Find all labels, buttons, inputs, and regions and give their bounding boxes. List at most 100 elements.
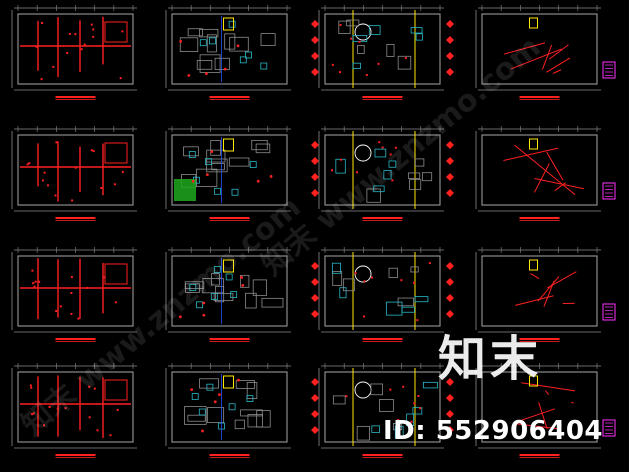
wall-marker — [86, 286, 89, 289]
wall-marker — [43, 171, 46, 174]
ceiling-panel — [346, 19, 360, 27]
index-marker — [446, 310, 454, 318]
index-marker — [446, 68, 454, 76]
sheet-title-underline — [209, 341, 250, 342]
wall-marker — [56, 407, 59, 410]
furniture-block — [199, 54, 221, 73]
wiring-line — [571, 401, 574, 404]
wall-marker — [71, 199, 74, 202]
wall-marker — [59, 305, 62, 308]
wiring-line — [503, 147, 559, 161]
fixture-block — [196, 301, 203, 309]
wall-marker — [29, 384, 32, 387]
index-marker — [446, 36, 454, 44]
sheet-title-underline — [362, 341, 403, 342]
wall-marker — [28, 162, 31, 165]
wall-marker — [54, 194, 57, 197]
tag-dot — [223, 67, 227, 71]
ceiling-panel — [412, 407, 423, 415]
sheet-title-underline — [519, 341, 560, 342]
outer-wall — [17, 371, 134, 443]
drawing-sheet — [165, 126, 291, 221]
sheet-title-bar — [55, 96, 96, 98]
index-marker — [311, 378, 319, 386]
drawing-sheet — [311, 126, 454, 221]
wiring-line — [515, 295, 554, 306]
ceiling-panel — [357, 44, 365, 54]
drawing-sheet — [11, 5, 137, 100]
index-marker — [446, 426, 454, 434]
index-marker — [311, 68, 319, 76]
outer-wall — [481, 134, 598, 206]
index-marker — [446, 52, 454, 60]
ceiling-panel — [339, 287, 347, 299]
ceiling-panel — [388, 267, 398, 278]
light-marker — [365, 73, 368, 76]
wall-marker — [32, 412, 35, 415]
room-outline — [104, 379, 128, 401]
tag-dot — [178, 315, 182, 319]
tag-dot — [236, 44, 240, 48]
stair-symbol — [529, 17, 538, 29]
light-marker — [350, 37, 353, 40]
outer-wall — [324, 134, 441, 206]
ceiling-light — [354, 381, 372, 399]
light-marker — [345, 395, 348, 398]
wall-marker — [68, 32, 71, 35]
wiring-line — [514, 144, 576, 196]
sheet-title-underline — [55, 457, 96, 458]
fixture-block — [249, 161, 257, 169]
light-marker — [419, 407, 422, 410]
wall-marker — [55, 310, 58, 313]
outer-wall — [171, 255, 288, 327]
outer-wall — [481, 13, 598, 85]
wall-marker — [52, 65, 55, 68]
ceiling-panel — [383, 170, 392, 180]
sheet-title-bar — [362, 217, 403, 219]
light-marker — [416, 319, 419, 322]
ceiling-panel — [422, 381, 439, 389]
drawing-sheet — [11, 126, 137, 221]
light-marker — [338, 71, 341, 74]
wall-marker — [66, 52, 69, 55]
ceiling-panel — [407, 172, 421, 179]
index-marker — [446, 157, 454, 165]
light-marker — [410, 420, 413, 423]
furniture-block — [179, 37, 199, 52]
stair-symbol — [223, 138, 234, 152]
furniture-block — [261, 297, 284, 308]
stair-symbol — [223, 17, 234, 31]
id-watermark: ID: 552906404 — [383, 416, 604, 446]
wall-marker — [77, 317, 80, 320]
index-marker — [311, 157, 319, 165]
sheet-title-underline — [55, 220, 96, 221]
wall-marker — [90, 149, 93, 152]
wall-marker — [38, 280, 41, 283]
wiring-line — [549, 44, 569, 60]
furniture-block — [246, 382, 258, 399]
furniture-block — [260, 33, 276, 46]
wall-marker — [41, 179, 44, 182]
sheet-title-bar — [362, 338, 403, 340]
index-marker — [446, 189, 454, 197]
fixture-block — [213, 266, 221, 273]
index-marker — [446, 294, 454, 302]
index-marker — [311, 262, 319, 270]
sheet-title-bar — [519, 96, 560, 98]
ceiling-panel — [385, 301, 403, 316]
wall-marker — [90, 23, 93, 26]
ceiling-panel — [356, 425, 370, 441]
wall-marker — [80, 48, 83, 51]
ceiling-panel — [332, 395, 346, 405]
sheet-title-bar — [209, 217, 250, 219]
garden-area — [174, 179, 196, 201]
ceiling-panel — [401, 306, 415, 313]
light-marker — [389, 153, 392, 156]
index-marker — [311, 426, 319, 434]
brand-watermark: 知末 — [438, 331, 543, 387]
wall-marker — [55, 141, 58, 144]
ceiling-panel — [397, 55, 412, 70]
tag-dot — [218, 393, 221, 397]
wall-marker — [48, 405, 51, 408]
